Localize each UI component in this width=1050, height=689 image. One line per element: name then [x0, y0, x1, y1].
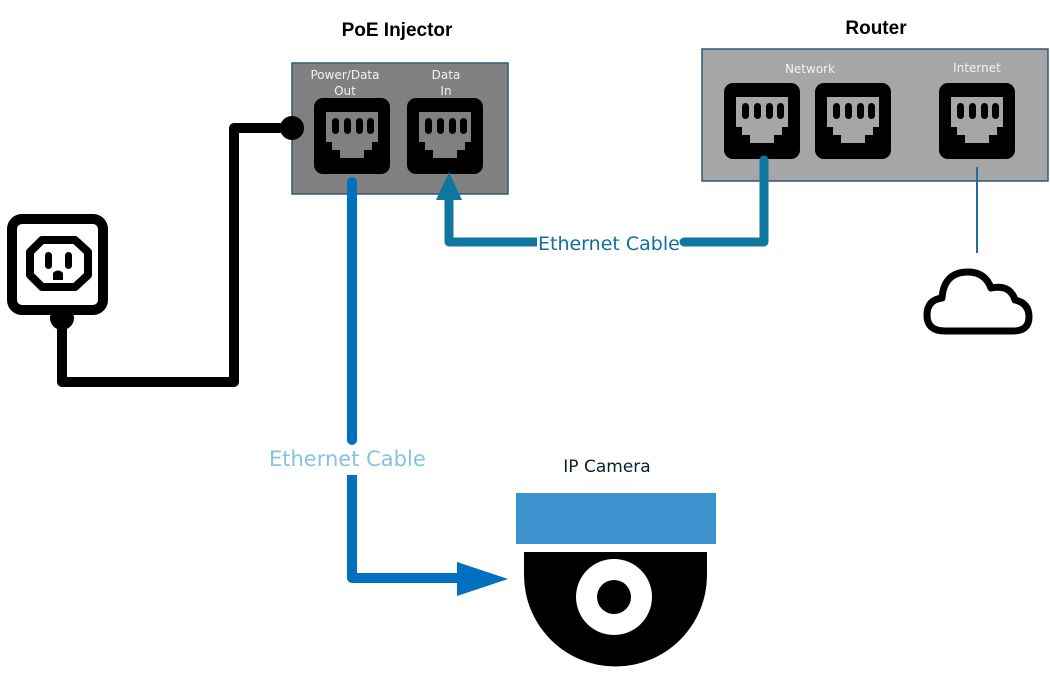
injector-power-jack-dot: [280, 116, 304, 140]
injector-camera-cable-bottom: [347, 475, 470, 583]
outlet-plug-dot: [50, 306, 74, 330]
data-in-arrow-head: [436, 172, 462, 200]
network-label: Network: [785, 62, 835, 76]
ip-camera-title: IP Camera: [563, 457, 650, 477]
router-title: Router: [845, 18, 907, 39]
router: Network Internet: [701, 48, 1049, 182]
power-cable: [57, 123, 292, 387]
dome-camera-icon: [516, 493, 716, 667]
network-port-2-icon[interactable]: [815, 83, 891, 159]
data-in-label-line1: Data: [432, 68, 461, 82]
network-port-1-icon[interactable]: [724, 83, 800, 159]
power-outlet-icon: [7, 214, 108, 315]
camera-mount: [516, 493, 716, 544]
poe-injector-title: PoE Injector: [342, 20, 453, 41]
power-data-out-port-icon[interactable]: [314, 98, 390, 174]
poe-injector: Power/Data Out Data In: [291, 62, 509, 195]
router-injector-cable-label: Ethernet Cable: [538, 233, 680, 255]
data-in-port-icon[interactable]: [407, 98, 483, 174]
router-injector-cable-left: [444, 198, 537, 247]
router-injector-cable-right: [679, 155, 769, 247]
camera-lens: [597, 580, 631, 614]
internet-port-icon[interactable]: [939, 83, 1015, 159]
power-data-out-label-line2: Out: [334, 84, 356, 98]
camera-arrow-head: [457, 562, 508, 596]
cloud-icon: [923, 268, 1033, 335]
data-in-label-line2: In: [440, 84, 451, 98]
internet-label: Internet: [953, 61, 1001, 75]
injector-camera-cable-label: Ethernet Cable: [269, 447, 426, 471]
power-data-out-label-line1: Power/Data: [311, 68, 380, 82]
